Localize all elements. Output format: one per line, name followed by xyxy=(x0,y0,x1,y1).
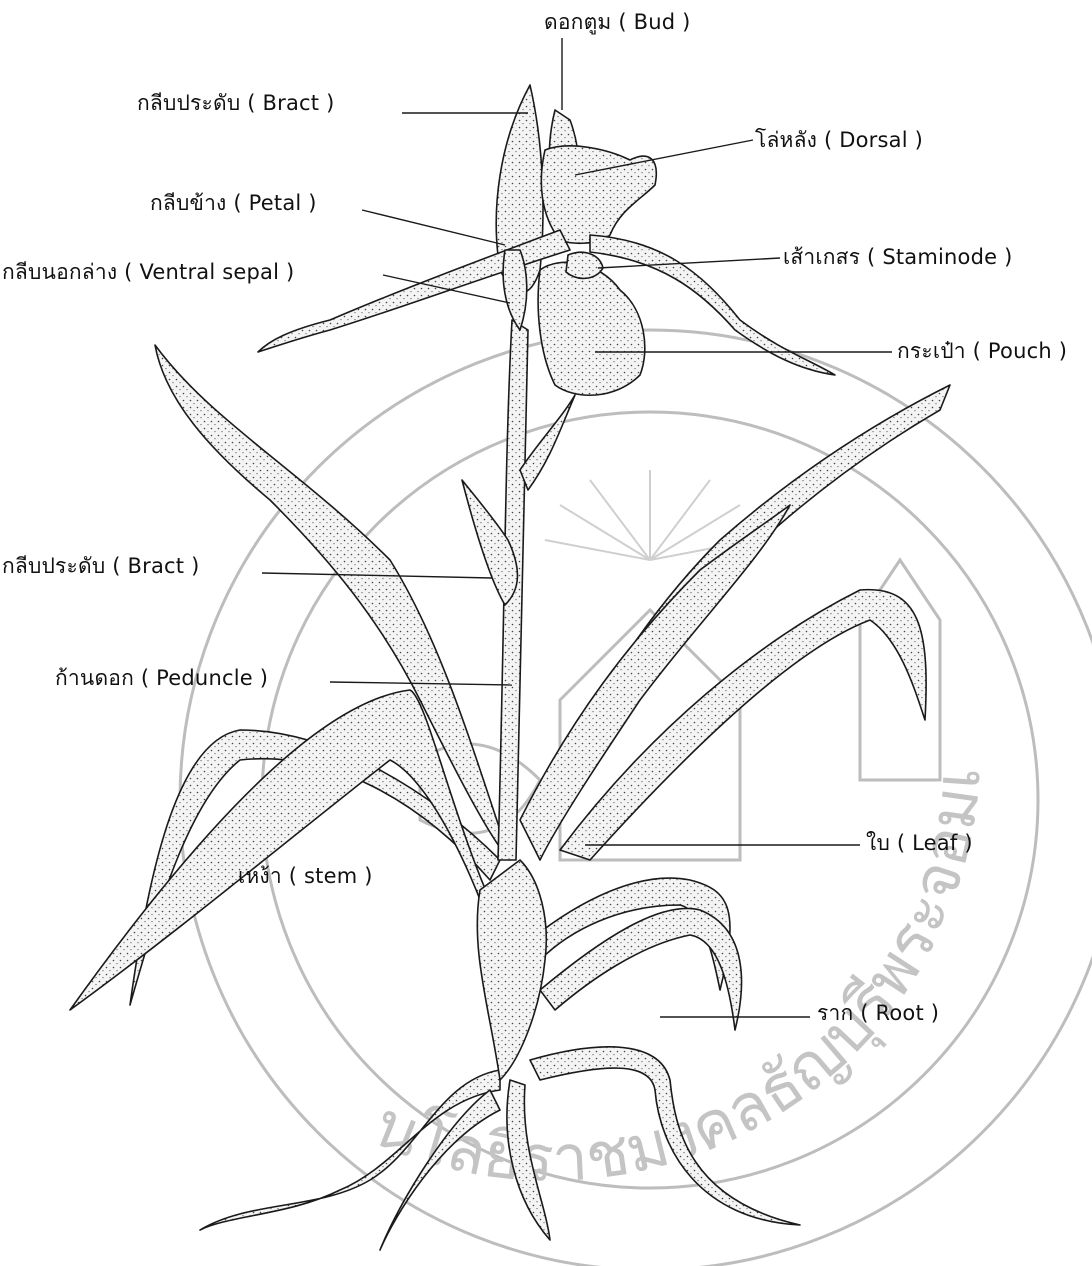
bract-upper-stem xyxy=(520,395,575,490)
label-ventral-sepal: กลีบนอกล่าง ( Ventral sepal ) xyxy=(2,262,294,283)
dorsal-sepal xyxy=(541,146,656,243)
label-staminode: เส้าเกสร ( Staminode ) xyxy=(783,247,1013,268)
label-petal: กลีบข้าง ( Petal ) xyxy=(150,193,317,214)
flower xyxy=(258,85,835,395)
label-bud: ดอกตูม ( Bud ) xyxy=(544,12,691,33)
pouch xyxy=(538,262,645,395)
label-stem: เหง้า ( stem ) xyxy=(238,866,373,887)
label-leaf: ใบ ( Leaf ) xyxy=(866,833,973,854)
label-peduncle: ก้านดอก ( Peduncle ) xyxy=(55,668,268,689)
leader-staminode xyxy=(598,258,780,268)
staminode xyxy=(566,252,603,278)
label-bract-top: กลีบประดับ ( Bract ) xyxy=(137,93,334,114)
label-root: ราก ( Root ) xyxy=(817,1003,939,1024)
label-dorsal: โล่หลัง ( Dorsal ) xyxy=(755,130,923,151)
label-bract-mid: กลีบประดับ ( Bract ) xyxy=(2,556,199,577)
rhizome xyxy=(477,860,546,1080)
leader-petal xyxy=(362,210,505,245)
ventral-sepal xyxy=(503,250,527,330)
label-pouch: กระเป๋า ( Pouch ) xyxy=(897,341,1067,362)
